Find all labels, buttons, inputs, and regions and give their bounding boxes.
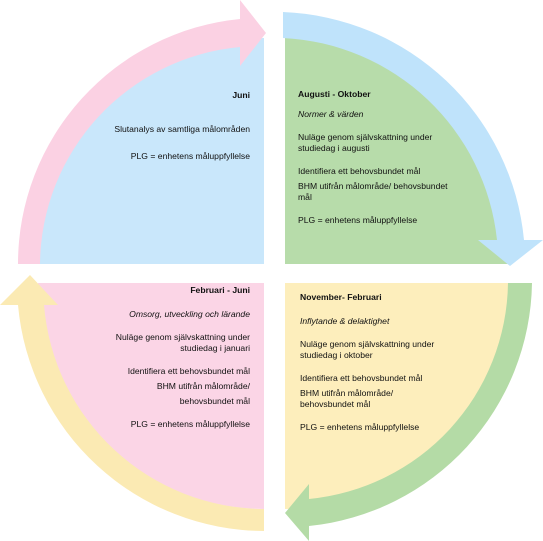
quadrant-line: PLG = enhetens måluppfyllelse bbox=[300, 422, 420, 432]
quadrant-line: BHM utifrån målområde/ bbox=[300, 388, 394, 398]
quadrant-line: Nuläge genom självskattning under bbox=[115, 332, 250, 342]
quadrant-bottom-right-text: November- Februari Inflytande & delaktig… bbox=[300, 292, 450, 433]
quadrant-line: PLG = enhetens måluppfyllelse bbox=[130, 419, 250, 429]
quadrant-line: Identifiera ett behovsbundet mål bbox=[298, 166, 421, 176]
arrow-green bbox=[285, 283, 532, 541]
quadrant-line: PLG = enhetens måluppfyllelse bbox=[130, 151, 250, 161]
quadrant-line: Nuläge genom självskattning under bbox=[300, 339, 435, 349]
quadrant-top-right-text: Augusti - Oktober Normer & värden Nuläge… bbox=[298, 89, 448, 226]
quadrant-top-left bbox=[38, 38, 264, 264]
quadrant-title: November- Februari bbox=[300, 292, 382, 302]
quadrant-line: studiedag i augusti bbox=[298, 143, 370, 153]
quadrant-line: Identifiera ett behovsbundet mål bbox=[127, 366, 250, 376]
arrow-pink bbox=[17, 0, 266, 264]
quadrant-line: mål bbox=[298, 192, 312, 202]
quadrant-bottom-right bbox=[285, 283, 511, 509]
quadrant-subtitle: Inflytande & delaktighet bbox=[300, 316, 390, 326]
quadrant-bottom-left-text: Februari - Juni Omsorg, utveckling och l… bbox=[96, 285, 250, 430]
arrow-yellow bbox=[0, 275, 264, 531]
quadrant-line: Nuläge genom självskattning under bbox=[298, 132, 433, 142]
quadrant-top-left-text: Juni Slutanalys av samtliga målområden P… bbox=[96, 90, 250, 162]
quadrant-line: behovsbundet mål bbox=[300, 399, 371, 409]
quadrant-top-right bbox=[285, 38, 511, 264]
quadrant-title: Augusti - Oktober bbox=[298, 89, 371, 99]
quadrant-subtitle: Omsorg, utveckling och lärande bbox=[129, 309, 250, 319]
quadrant-line: Identifiera ett behovsbundet mål bbox=[300, 373, 423, 383]
quadrant-line: BHM utifrån målområde/ behovsbundet bbox=[298, 181, 448, 191]
quadrant-line: studiedag i januari bbox=[180, 343, 250, 353]
quadrant-subtitle: Normer & värden bbox=[298, 109, 364, 119]
arrow-blue bbox=[283, 12, 543, 266]
quadrant-line: PLG = enhetens måluppfyllelse bbox=[298, 215, 418, 225]
quadrant-line: BHM utifrån målområde/ bbox=[156, 381, 250, 391]
quadrant-bottom-left bbox=[38, 283, 264, 509]
quadrant-line: behovsbundet mål bbox=[179, 396, 250, 406]
quadrant-line: Slutanalys av samtliga målområden bbox=[114, 124, 250, 134]
quadrant-title: Juni bbox=[232, 90, 250, 100]
quadrant-line: studiedag i oktober bbox=[300, 350, 373, 360]
quadrant-title: Februari - Juni bbox=[190, 285, 250, 295]
